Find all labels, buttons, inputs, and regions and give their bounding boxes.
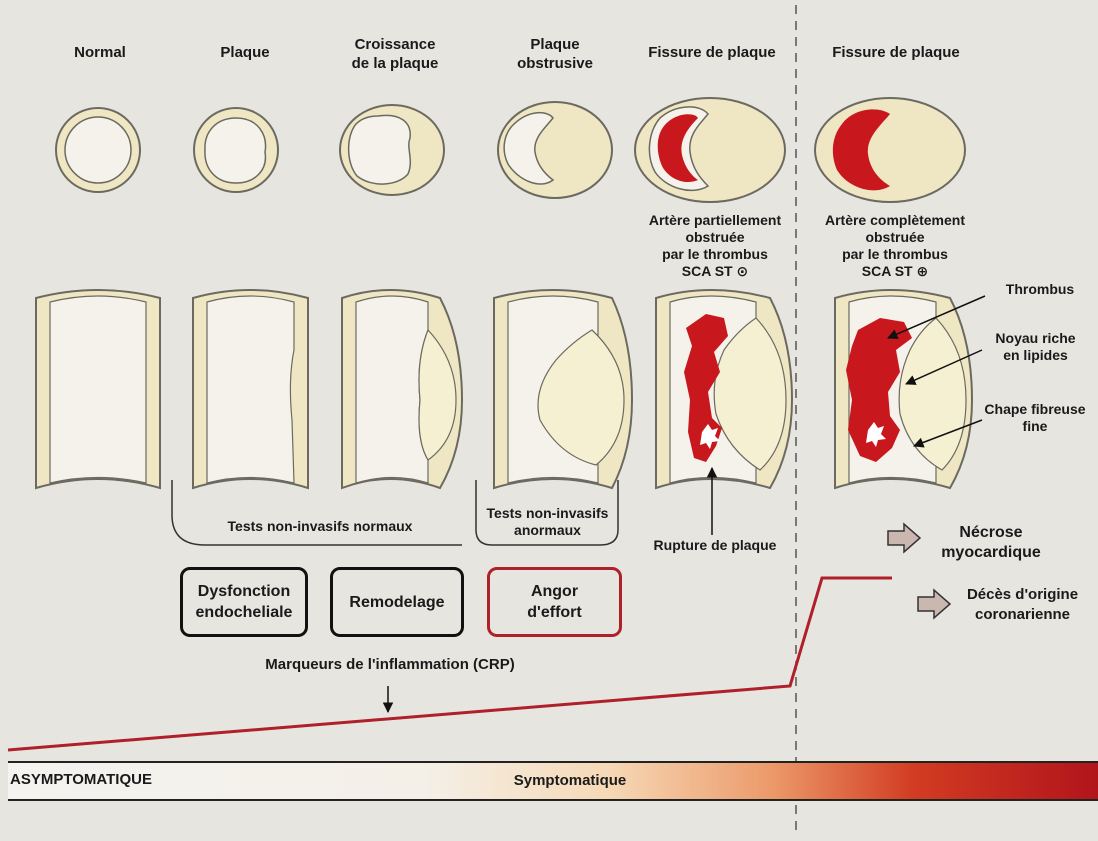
bracket-normal-tests bbox=[172, 480, 462, 545]
cross-section-normal bbox=[56, 108, 140, 192]
label-thrombus: Thrombus bbox=[985, 281, 1095, 298]
label-asymptomatic: ASYMPTOMATIQUE bbox=[10, 770, 210, 789]
cross-section-plaque bbox=[194, 108, 278, 192]
longitudinal-growth bbox=[342, 290, 462, 488]
caption-partial-obstruction: Artère partiellement obstruée par le thr… bbox=[630, 212, 800, 280]
label-inflammation-markers: Marqueurs de l'inflammation (CRP) bbox=[225, 655, 555, 674]
longitudinal-normal bbox=[36, 290, 160, 488]
label-lipid-core: Noyau riche en lipides bbox=[978, 330, 1093, 364]
longitudinal-plaque bbox=[193, 290, 308, 488]
cross-section-obstructive bbox=[498, 102, 612, 198]
label-tests-abnormal: Tests non-invasifs anormaux bbox=[470, 505, 625, 539]
label-symptomatic: Symptomatique bbox=[480, 771, 660, 790]
cross-section-complete-thrombus bbox=[815, 98, 965, 202]
box-endothelial-dysfunction: Dysfonction endocheliale bbox=[180, 567, 308, 637]
longitudinal-obstructive bbox=[494, 290, 632, 488]
label-rupture: Rupture de plaque bbox=[640, 537, 790, 554]
box-remodeling: Remodelage bbox=[330, 567, 464, 637]
cross-section-partial-thrombus bbox=[635, 98, 785, 202]
longitudinal-complete-thrombus bbox=[835, 290, 972, 488]
box-exertional-angina: Angor d'effort bbox=[487, 567, 622, 637]
label-fibrous-cap: Chape fibreuse fine bbox=[975, 401, 1095, 435]
longitudinal-partial-thrombus bbox=[656, 290, 792, 488]
caption-complete-obstruction: Artère complètement obstruée par le thro… bbox=[810, 212, 980, 280]
cross-section-growth bbox=[340, 105, 444, 195]
label-coronary-death: Décès d'origine coronarienne bbox=[950, 585, 1095, 625]
label-myocardial-necrosis: Nécrose myocardique bbox=[916, 523, 1066, 563]
outcome-arrow-death bbox=[918, 590, 950, 618]
label-tests-normal: Tests non-invasifs normaux bbox=[190, 518, 450, 535]
